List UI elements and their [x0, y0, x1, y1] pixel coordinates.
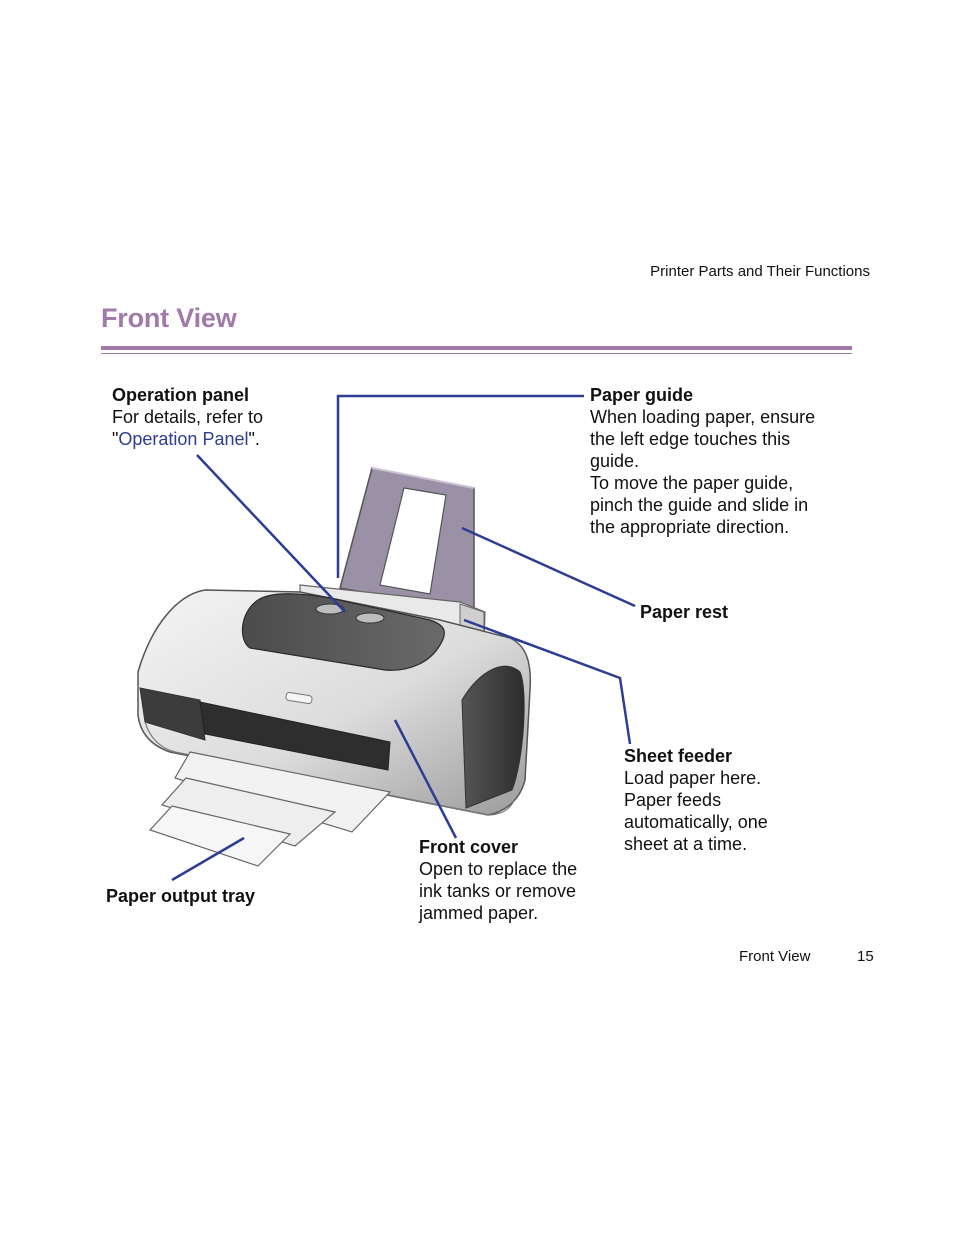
callout-text: jammed paper.	[419, 903, 539, 923]
callout-text: guide.	[590, 451, 640, 471]
callout-operation-panel: Operation panel For details, refer to "O…	[112, 384, 263, 450]
callout-sheet-feeder: Sheet feeder Load paper here. Paper feed…	[624, 745, 768, 855]
callout-text: When loading paper, ensure	[590, 407, 816, 427]
footer-section-label: Front View	[739, 948, 811, 965]
leader-front-cover	[393, 719, 458, 839]
paper-output-tray-part	[148, 751, 392, 867]
front-cover-part	[241, 593, 445, 671]
quote-open: "	[112, 429, 119, 449]
leader-paper-rest	[461, 526, 636, 608]
quote-close: ".	[248, 429, 260, 449]
operation-panel-link[interactable]: Operation Panel	[118, 429, 249, 449]
callout-text: ink tanks or remove	[419, 881, 577, 901]
title-rule-thin	[101, 353, 852, 354]
callout-text: For details, refer to	[112, 407, 264, 427]
callout-text: Open to replace the	[419, 859, 578, 879]
title-rule-thick	[101, 346, 852, 350]
callout-title: Paper output tray	[106, 886, 256, 906]
running-header: Printer Parts and Their Functions	[650, 263, 870, 280]
callout-title: Operation panel	[112, 385, 250, 405]
callout-text: To move the paper guide,	[590, 473, 794, 493]
leader-paper-output-tray	[171, 836, 245, 882]
callout-title: Sheet feeder	[624, 746, 733, 766]
paper-rest-part	[339, 467, 475, 613]
page-number: 15	[857, 948, 874, 965]
page-title: Front View	[101, 303, 237, 333]
callout-text: the appropriate direction.	[590, 517, 790, 537]
leader-paper-guide	[336, 394, 584, 578]
callout-paper-guide: Paper guide When loading paper, ensure t…	[590, 384, 815, 538]
callout-text: automatically, one	[624, 812, 768, 832]
leader-operation-panel	[196, 454, 346, 613]
callout-text: the left edge touches this	[590, 429, 791, 449]
callout-text: sheet at a time.	[624, 834, 748, 854]
callout-paper-output-tray: Paper output tray	[106, 885, 255, 907]
callout-text: pinch the guide and slide in	[590, 495, 809, 515]
callout-title: Paper rest	[640, 602, 729, 622]
callout-paper-rest: Paper rest	[640, 601, 728, 623]
callout-link-line: "Operation Panel".	[112, 428, 263, 450]
callout-text: Load paper here.	[624, 768, 762, 788]
leader-sheet-feeder	[463, 618, 632, 745]
callout-front-cover: Front cover Open to replace the ink tank…	[419, 836, 577, 924]
callout-title: Paper guide	[590, 385, 694, 405]
leader-lines	[171, 394, 636, 882]
callout-text: Paper feeds	[624, 790, 722, 810]
callout-title: Front cover	[419, 837, 519, 857]
